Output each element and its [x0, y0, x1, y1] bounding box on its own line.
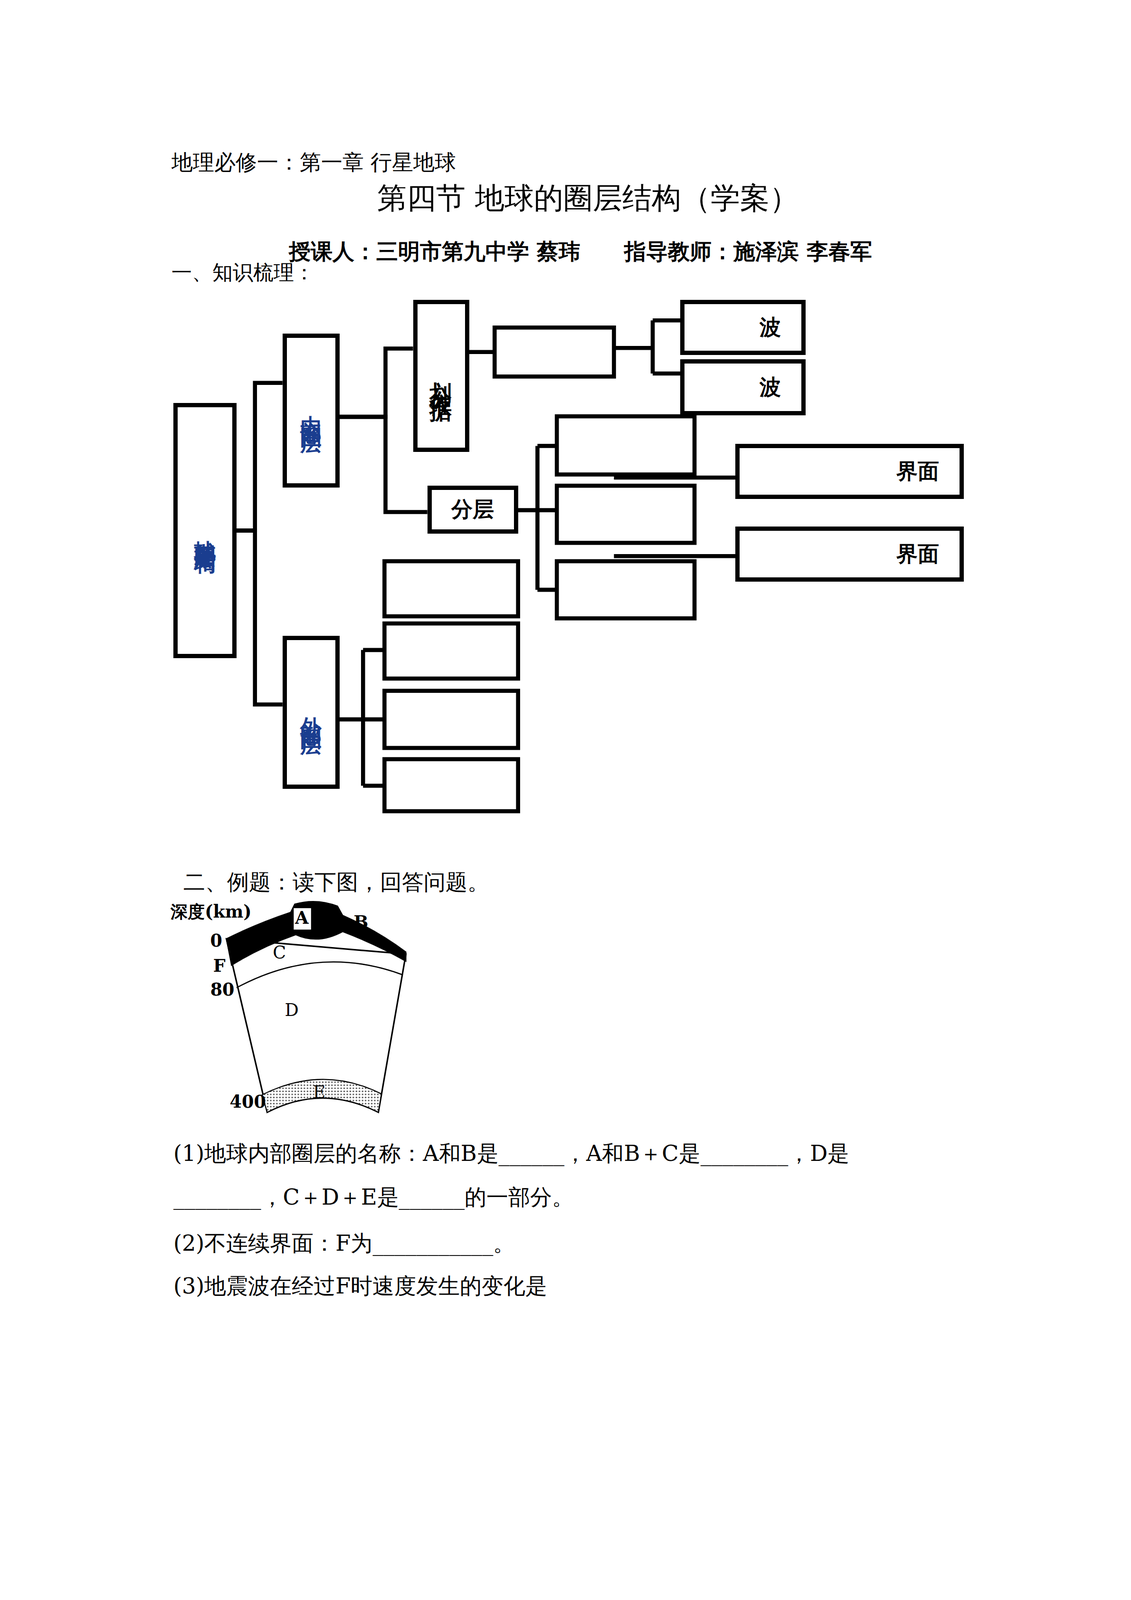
blank-box — [556, 485, 695, 543]
layer-letter: B — [353, 913, 369, 932]
node-text: 界面 — [896, 541, 940, 567]
depth-tick: 400 — [229, 1092, 267, 1111]
header-text: 地理必修一：第一章 行星地球 — [171, 140, 457, 185]
bracket-line — [613, 553, 735, 559]
blank-box — [384, 560, 518, 617]
answer-box: 界面 — [735, 443, 964, 499]
layer-letter: A — [294, 909, 309, 927]
node-text: 分层 — [451, 496, 495, 523]
bracket-lines — [339, 320, 736, 786]
layer-letter: C — [272, 943, 286, 962]
category-box: 分层 — [427, 485, 519, 534]
node-text: 波 — [759, 374, 781, 400]
crust-band — [226, 901, 407, 965]
section-heading: 一、知识梳理： — [171, 259, 315, 286]
node-text: 内部圈层 — [298, 398, 324, 423]
blank-box — [494, 327, 614, 377]
bracket-connector — [236, 382, 283, 531]
answer-box: 波 — [680, 359, 806, 416]
blank-box — [556, 416, 695, 475]
node-text: 波 — [759, 314, 781, 341]
bracket-line — [613, 475, 735, 480]
section-outline — [226, 938, 407, 1112]
lesson-title: 第四节 地球的圈层结构（学案） — [377, 176, 799, 220]
blank-box — [384, 623, 518, 679]
blank-box — [384, 690, 518, 748]
node-text: 界面 — [896, 458, 940, 485]
bracket-line — [339, 649, 385, 786]
question-text: (1)地球内部圈层的名称：A和B是______，A和B＋C是________，D… — [173, 1131, 893, 1219]
asthenosphere-band — [262, 1078, 382, 1112]
blank-box — [556, 560, 695, 618]
teacher-line: 授课人：三明市第九中学 蔡玮 指导教师：施泽滨 李春军 — [288, 229, 873, 274]
lithosphere-boundary — [236, 961, 402, 988]
bracket-line — [469, 350, 495, 355]
bracket-line — [613, 320, 681, 374]
earth-section-illustration — [226, 901, 407, 1112]
depth-tick: 80 — [210, 980, 235, 998]
section-heading: 二、例题：读下图，回答问题。 — [183, 859, 490, 904]
category-box: 划分依据 — [413, 299, 470, 452]
bracket-connector — [236, 530, 283, 704]
depth-tick: 0 — [209, 931, 222, 950]
label-patch — [293, 907, 311, 930]
answer-box: 界面 — [735, 526, 964, 582]
node-text: 地球的圈层结构 — [191, 522, 218, 538]
question-text: (2)不连续界面：F为___________。 — [173, 1220, 515, 1265]
node-text: 划分依据 — [427, 363, 455, 389]
axis-title: 深度(km) — [170, 902, 252, 921]
bracket-line — [518, 445, 558, 590]
answer-box: 波 — [680, 299, 806, 355]
root-box: 地球的圈层结构 — [173, 402, 237, 658]
branch-box: 内部圈层 — [282, 333, 340, 488]
branch-box: 外部圈层 — [282, 635, 340, 789]
bracket-connector — [339, 348, 414, 418]
blank-box — [384, 759, 518, 812]
layer-letter: D — [284, 1000, 299, 1019]
node-text: 外部圈层 — [298, 699, 324, 725]
boundary-letter: F — [213, 957, 226, 975]
question-text: (3)地震波在经过F时速度发生的变化是 — [173, 1263, 548, 1308]
layer-letter: E — [313, 1083, 326, 1102]
